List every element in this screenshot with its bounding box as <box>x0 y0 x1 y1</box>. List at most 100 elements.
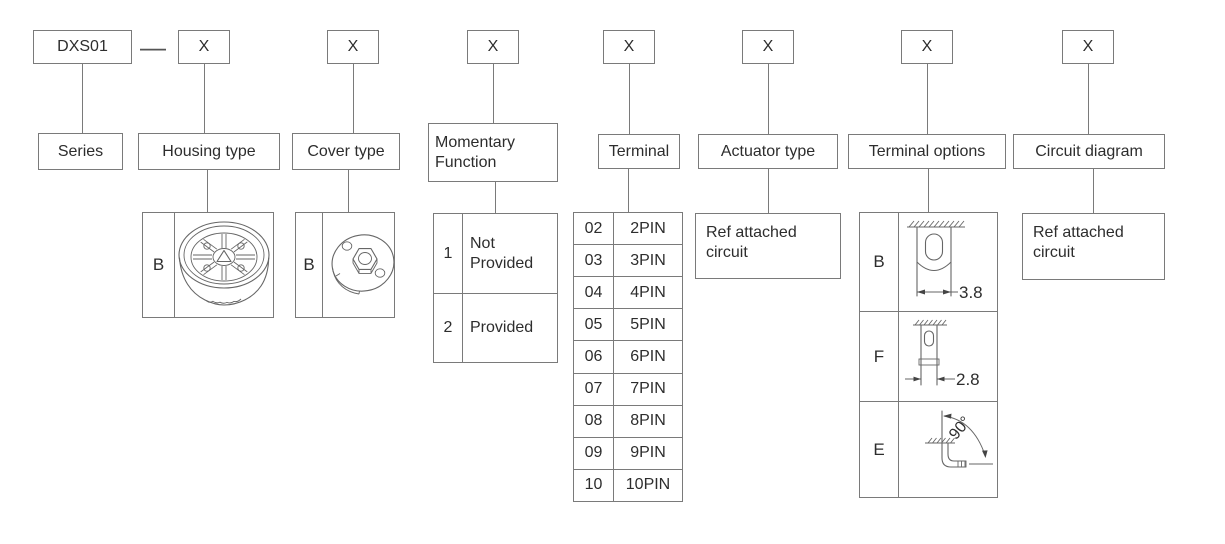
option-code-cell: E <box>860 402 899 497</box>
option-code-cell: 09 <box>574 437 614 469</box>
table-row: 10 10PIN <box>574 468 682 501</box>
option-desc-cell: 4PIN <box>630 283 666 301</box>
table-row: 2 Provided <box>434 293 557 362</box>
table-row: E 90° <box>860 401 997 497</box>
option-code-cell: F <box>860 312 899 401</box>
terminal-option-f-cell: 2.8 <box>899 312 997 401</box>
terminal-table: 02 2PIN 03 3PIN 04 4PIN 05 5PIN 06 6PIN … <box>573 212 683 502</box>
code-digit: X <box>921 38 933 55</box>
code-digit: X <box>198 38 210 55</box>
connector-line <box>768 169 769 213</box>
table-row: 02 2PIN <box>574 213 682 245</box>
terminal-option-e-cell: 90° <box>899 402 997 497</box>
terminal-option-e-drawing: 90° <box>925 409 993 468</box>
connector-line <box>768 64 769 134</box>
cover-type-table: B <box>295 212 395 318</box>
connector-line <box>207 170 208 212</box>
connector-line <box>927 64 928 134</box>
code-digit-box-4: X <box>603 30 655 64</box>
housing-b-drawing <box>178 221 270 306</box>
connector-line <box>629 64 630 134</box>
circuit-diagram-note: Ref attached circuit <box>1022 213 1165 280</box>
table-row: 09 9PIN <box>574 436 682 469</box>
table-row: 08 8PIN <box>574 404 682 437</box>
table-row: 06 6PIN <box>574 340 682 373</box>
option-code-cell: 2 <box>434 294 463 362</box>
code-digit-box-5: X <box>742 30 794 64</box>
column-label-cover-type: Cover type <box>292 133 400 170</box>
table-row: 1 Not Provided <box>434 214 557 293</box>
terminal-option-b-drawing: 3.8 <box>907 220 983 302</box>
table-row: 07 7PIN <box>574 372 682 405</box>
option-desc-cell: Not Provided <box>470 235 534 272</box>
connector-line <box>82 64 83 133</box>
dimension-label: 2.8 <box>956 370 980 389</box>
housing-drawing-cell <box>175 213 273 317</box>
connector-line <box>928 169 929 212</box>
option-code-cell: 03 <box>574 245 614 277</box>
code-digit: X <box>487 38 499 55</box>
connector-line <box>348 170 349 212</box>
option-desc-cell: 6PIN <box>630 347 666 365</box>
cover-b-drawing <box>331 234 394 295</box>
option-code-cell: 08 <box>574 405 614 437</box>
connector-line <box>1093 169 1094 213</box>
code-digit-box-1: X <box>178 30 230 64</box>
code-digit: X <box>1082 38 1094 55</box>
code-digit-box-3: X <box>467 30 519 64</box>
column-label-housing-type: Housing type <box>138 133 280 170</box>
column-label-terminal: Terminal <box>598 134 680 169</box>
option-desc-cell: 9PIN <box>630 444 666 462</box>
table-row: F 2.8 <box>860 311 997 401</box>
terminal-options-table: B 3.8 F <box>859 212 998 498</box>
code-digit: X <box>623 38 635 55</box>
table-row: 03 3PIN <box>574 244 682 277</box>
connector-line <box>628 169 629 212</box>
option-code-cell: 05 <box>574 309 614 341</box>
table-row: B 3.8 <box>860 213 997 311</box>
code-digit-box-6: X <box>901 30 953 64</box>
option-code-cell: 10 <box>574 469 614 501</box>
option-code-cell: 06 <box>574 341 614 373</box>
connector-line <box>495 182 496 213</box>
dimension-label: 3.8 <box>959 283 983 302</box>
code-digit-box-2: X <box>327 30 379 64</box>
table-row: 04 4PIN <box>574 276 682 309</box>
option-code-cell: B <box>143 213 175 317</box>
code-digit: X <box>762 38 774 55</box>
column-label-series: Series <box>38 133 123 170</box>
column-label-circuit-diagram: Circuit diagram <box>1013 134 1165 169</box>
table-row: 05 5PIN <box>574 308 682 341</box>
option-desc-cell: 5PIN <box>630 315 666 333</box>
code-digit-box-7: X <box>1062 30 1114 64</box>
connector-line <box>204 64 205 133</box>
column-label-actuator-type: Actuator type <box>698 134 838 169</box>
series-code-box: DXS01 <box>33 30 132 64</box>
series-code: DXS01 <box>57 38 108 55</box>
momentary-function-table: 1 Not Provided 2 Provided <box>433 213 558 363</box>
connector-line <box>353 64 354 133</box>
column-label-terminal-options: Terminal options <box>848 134 1006 169</box>
option-desc-cell: 2PIN <box>630 219 666 237</box>
option-code-cell: 1 <box>434 214 463 293</box>
option-code-cell: B <box>296 213 323 317</box>
cover-drawing-cell <box>323 213 394 317</box>
option-desc-cell: Provided <box>470 319 534 337</box>
option-desc-cell: 10PIN <box>625 476 671 494</box>
actuator-type-note: Ref attached circuit <box>695 213 841 279</box>
terminal-option-b-cell: 3.8 <box>899 213 997 311</box>
column-label-momentary-function: Momentary Function <box>428 123 558 182</box>
option-code-cell: B <box>860 213 899 311</box>
connector-line <box>1088 64 1089 134</box>
code-separator: — <box>140 32 166 62</box>
option-desc-cell: 7PIN <box>630 380 666 398</box>
terminal-option-f-drawing: 2.8 <box>905 319 980 389</box>
option-code-cell: 07 <box>574 373 614 405</box>
option-code-cell: 02 <box>574 213 614 245</box>
connector-line <box>493 64 494 123</box>
option-code-cell: 04 <box>574 277 614 309</box>
option-desc-cell: 8PIN <box>630 412 666 430</box>
housing-type-table: B <box>142 212 274 318</box>
code-digit: X <box>347 38 359 55</box>
